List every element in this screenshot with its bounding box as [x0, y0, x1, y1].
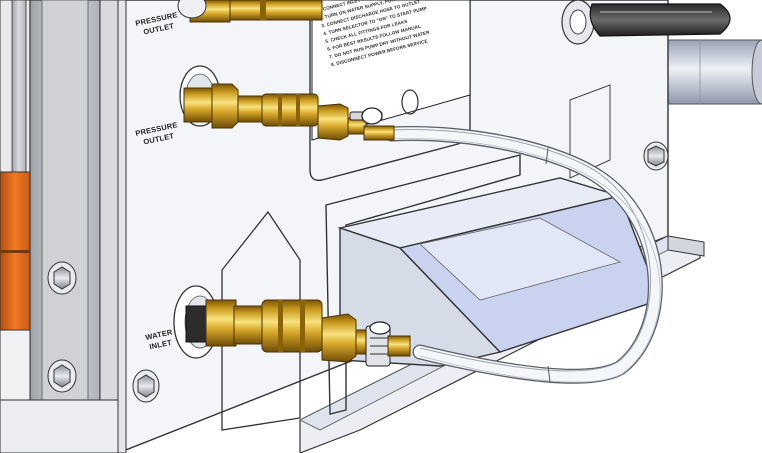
panel-recess-lower	[325, 154, 521, 415]
sticker-hole	[401, 89, 419, 115]
tube-marker	[545, 147, 549, 165]
selector-knob	[561, 0, 595, 45]
frame-bolt-lower	[47, 359, 77, 393]
tube-marker	[547, 365, 551, 383]
motor-housing	[667, 39, 762, 105]
clear-tube	[384, 126, 663, 384]
warning-sticker: 1. CONNECT INLET WATER SUPPLY TO THE UNI…	[311, 0, 471, 141]
water-inlet-fitting	[185, 299, 373, 363]
port-ring-top	[177, 0, 207, 19]
filter-housing	[337, 177, 661, 367]
panel-bolt-left	[132, 369, 160, 403]
panel-bolt-right	[643, 141, 669, 171]
handle-grip	[589, 3, 731, 37]
frame-bolt-upper	[47, 261, 77, 295]
pressure-outlet-fitting	[183, 83, 367, 141]
hose-clamp-upper	[349, 107, 395, 141]
pressure-outlet-fitting-top	[189, 0, 323, 23]
panel-slot-right	[569, 84, 611, 179]
hose-clamp-lower	[365, 321, 411, 367]
